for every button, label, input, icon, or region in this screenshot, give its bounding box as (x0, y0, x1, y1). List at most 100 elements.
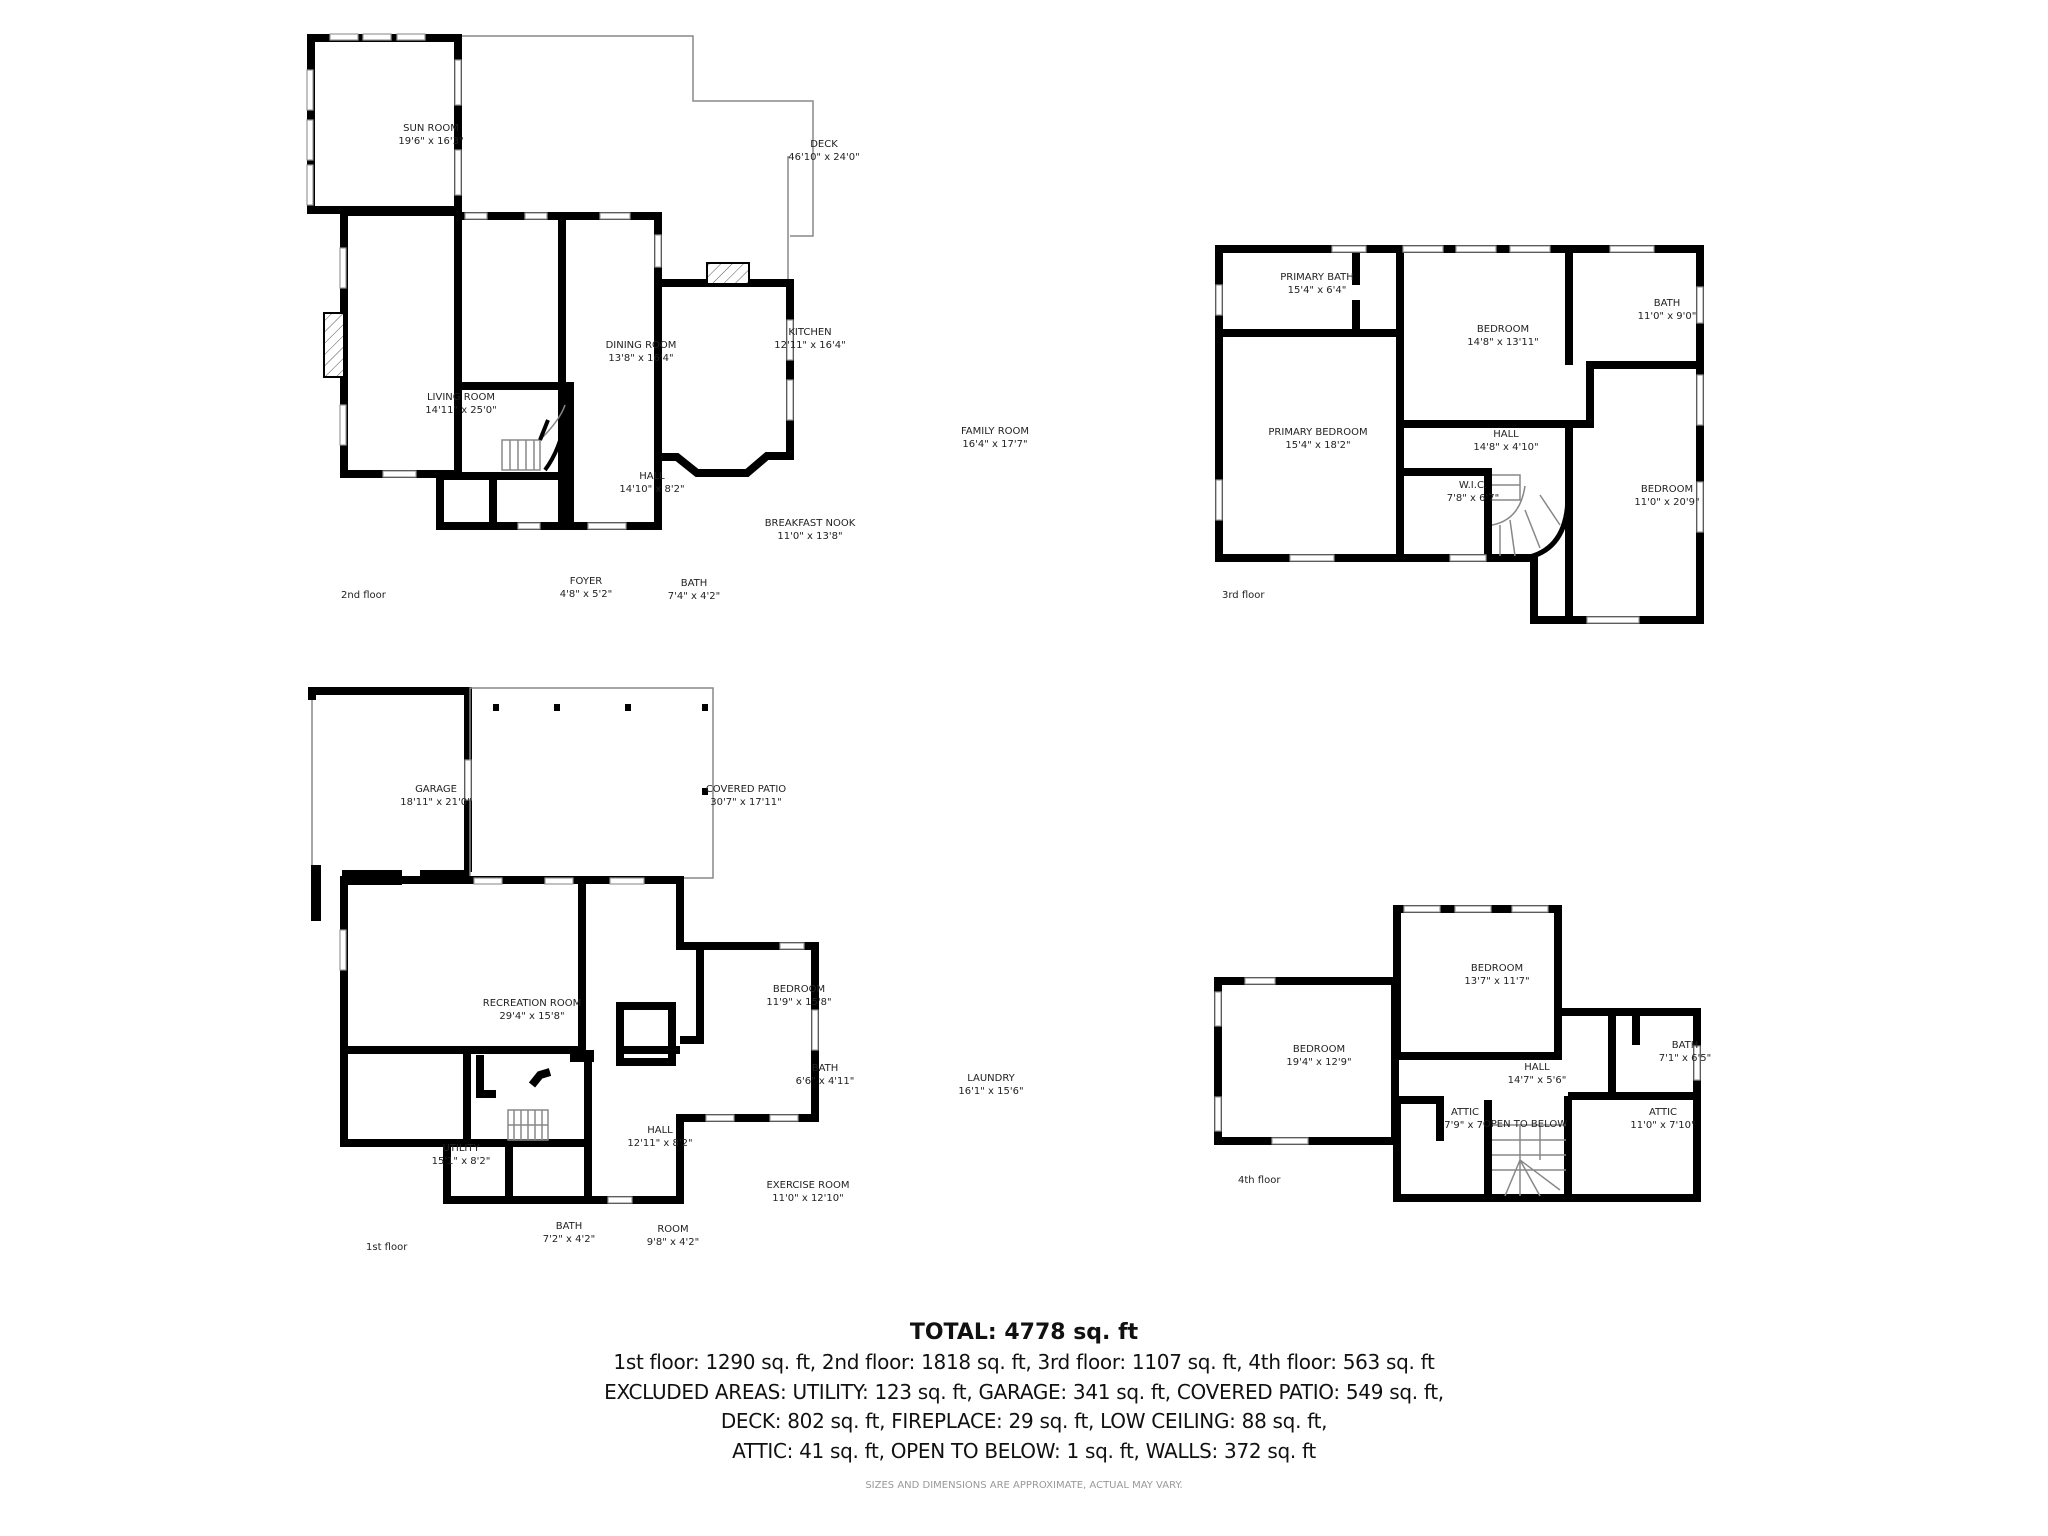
room-name: HALL (1493, 429, 1519, 440)
room-name: PRIMARY BATH (1280, 272, 1354, 283)
room-dimensions: 15'1" x 8'2" (432, 1156, 491, 1167)
floor-areas: 1st floor: 1290 sq. ft, 2nd floor: 1818 … (613, 1350, 1435, 1374)
deck-outline (460, 35, 814, 283)
floor-2-walls (306, 33, 814, 530)
room-dimensions: 11'0" x 12'10" (772, 1193, 844, 1204)
room-dimensions: 14'7" x 5'6" (1508, 1075, 1567, 1086)
stairs-icon (501, 404, 566, 471)
floor-4-interior (1393, 1008, 1701, 1202)
room-name: ATTIC (1451, 1107, 1479, 1118)
room-dimensions: 11'0" x 9'0" (1638, 311, 1697, 322)
room-dimensions: 15'4" x 6'4" (1288, 285, 1347, 296)
room-dimensions: 9'8" x 4'2" (647, 1237, 699, 1248)
fireplace-icon (323, 312, 345, 378)
windows (1214, 905, 1701, 1145)
room-dimensions: 12'11" x 16'4" (774, 340, 846, 351)
room-name: LAUNDRY (967, 1073, 1015, 1084)
room-dimensions: 46'10" x 24'0" (788, 152, 860, 163)
room-name: W.I.C. (1459, 480, 1487, 491)
room-name: BEDROOM (1471, 963, 1523, 974)
room-name: BATH (556, 1221, 583, 1232)
stairs-icon (1491, 474, 1561, 557)
room-name: SUN ROOM (403, 123, 459, 134)
floor-label: 2nd floor (341, 590, 387, 601)
room-dimensions: 13'7" x 11'7" (1464, 976, 1529, 987)
excluded-areas-3: ATTIC: 41 sq. ft, OPEN TO BELOW: 1 sq. f… (732, 1438, 1316, 1463)
excluded-areas-2: DECK: 802 sq. ft, FIREPLACE: 29 sq. ft, … (720, 1409, 1328, 1433)
room-name: ATTIC (1649, 1107, 1677, 1118)
room-dimensions: 16'4" x 17'7" (962, 439, 1027, 450)
room-name: OPEN TO BELOW (1483, 1119, 1567, 1130)
room-dimensions: 4'8" x 5'2" (560, 589, 612, 600)
room-dimensions: 11'9" x 15'8" (766, 997, 831, 1008)
room-name: HALL (639, 471, 665, 482)
room-name: HALL (1524, 1062, 1550, 1073)
room-name: UTILITY (442, 1143, 480, 1154)
room-dimensions: 15'4" x 18'2" (1285, 440, 1350, 451)
room-dimensions: 16'1" x 15'6" (958, 1086, 1023, 1097)
room-dimensions: 12'11" x 8'2" (627, 1138, 692, 1149)
garage-walls (308, 687, 472, 872)
windows (1215, 245, 1704, 624)
floor-4-walls (1214, 905, 1701, 1202)
room-dimensions: 30'7" x 17'11" (710, 797, 782, 808)
floor-3-outline (1215, 245, 1704, 624)
disclaimer: SIZES AND DIMENSIONS ARE APPROXIMATE, AC… (865, 1480, 1183, 1491)
room-dimensions: 14'8" x 13'11" (1467, 337, 1539, 348)
bath-walls (616, 1002, 676, 1066)
room-dimensions: 19'4" x 12'9" (1286, 1057, 1351, 1068)
room-name: RECREATION ROOM (483, 998, 582, 1009)
room-dimensions: 7'8" x 6'7" (1447, 493, 1499, 504)
floor-1-outline (340, 876, 819, 1204)
room-name: PRIMARY BEDROOM (1268, 427, 1367, 438)
room-name: BEDROOM (1641, 484, 1693, 495)
patio-posts (493, 704, 708, 795)
floor-label: 1st floor (366, 1242, 408, 1253)
room-name: FOYER (570, 576, 603, 587)
room-name: KITCHEN (788, 327, 831, 338)
room-dimensions: 7'2" x 4'2" (543, 1234, 595, 1245)
room-dimensions: 14'10" x 8'2" (619, 484, 684, 495)
room-name: BATH (681, 578, 708, 589)
family-room-walls (654, 279, 794, 477)
room-dimensions: 19'6" x 16'3" (398, 136, 463, 147)
floor-3-walls (1215, 245, 1704, 624)
windows (306, 33, 794, 530)
room-dimensions: 18'11" x 21'0" (400, 797, 472, 808)
room-name: BATH (1672, 1040, 1699, 1051)
room-dimensions: 11'0" x 13'8" (777, 531, 842, 542)
room-name: BATH (1654, 298, 1681, 309)
room-name: BEDROOM (1293, 1044, 1345, 1055)
room-name: EXERCISE ROOM (766, 1180, 849, 1191)
room-name: GARAGE (415, 784, 457, 795)
floor-3-interior (1219, 249, 1700, 620)
room-dimensions: 11'0" x 7'10" (1630, 1120, 1695, 1131)
room-name: FAMILY ROOM (961, 426, 1029, 437)
room-name: HALL (647, 1125, 673, 1136)
open-to-below-stairs-icon (1492, 1124, 1566, 1197)
room-dimensions: 7'1" x 6'5" (1659, 1053, 1711, 1064)
windows (339, 759, 819, 1204)
room-dimensions: 7'4" x 4'2" (668, 591, 720, 602)
fireplace-icon (706, 262, 750, 285)
room-dimensions: 14'8" x 4'10" (1473, 442, 1538, 453)
living-room-walls (340, 208, 462, 478)
room-dimensions: 11'0" x 20'9" (1634, 497, 1699, 508)
covered-patio-outline (469, 687, 714, 879)
floor-label: 4th floor (1238, 1175, 1281, 1186)
area-summary: TOTAL: 4778 sq. ft 1st floor: 1290 sq. f… (0, 1318, 2048, 1491)
floor-1-interior (344, 880, 704, 1200)
room-name: DINING ROOM (606, 340, 677, 351)
room-name: BATH (812, 1063, 839, 1074)
stairs-icon (507, 1109, 549, 1141)
room-name: BEDROOM (773, 984, 825, 995)
room-name: BREAKFAST NOOK (765, 518, 856, 529)
room-name: ROOM (657, 1224, 688, 1235)
dining-room-walls (454, 212, 566, 390)
floor-label: 3rd floor (1222, 590, 1265, 601)
room-name: COVERED PATIO (706, 784, 786, 795)
room-dimensions: 6'6" x 4'11" (796, 1076, 855, 1087)
total-area: TOTAL: 4778 sq. ft (909, 1320, 1139, 1345)
